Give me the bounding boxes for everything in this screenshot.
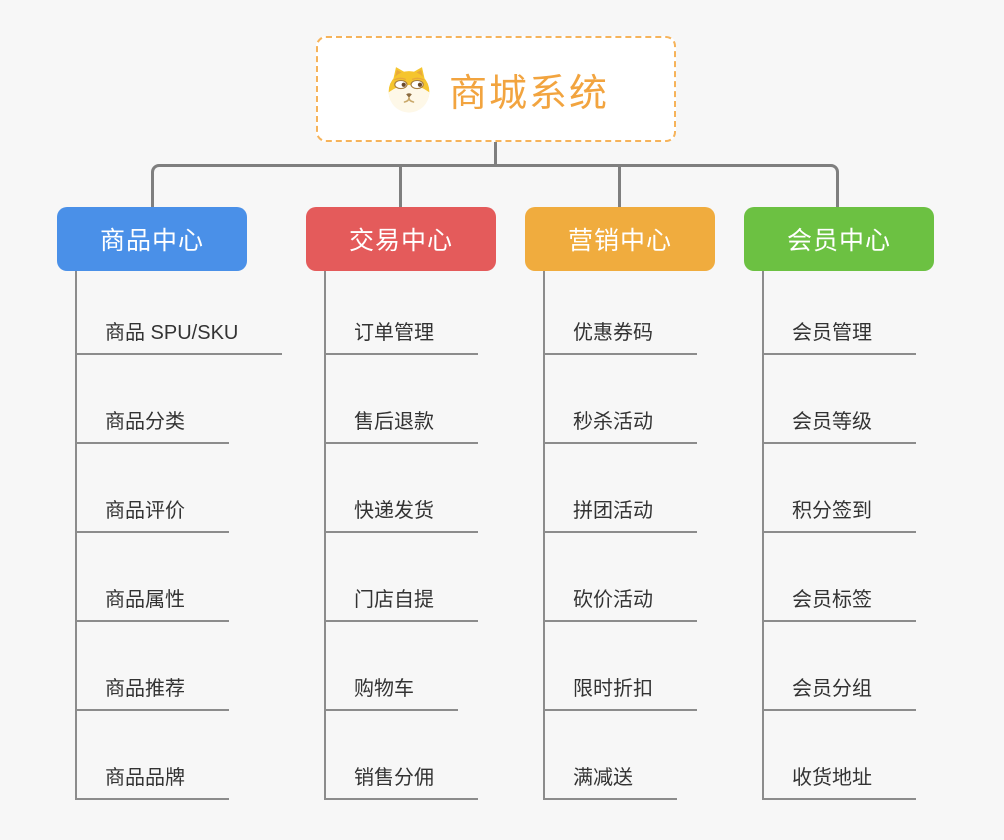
leaf-node[interactable]: 商品品牌: [77, 711, 229, 800]
leaf-node[interactable]: 积分签到: [764, 444, 916, 533]
leaf-node[interactable]: 秒杀活动: [545, 355, 697, 444]
branch-label: 会员中心: [786, 227, 891, 255]
connector-drop-line: [618, 166, 621, 208]
branch-column: 会员中心 会员管理会员等级积分签到会员标签会员分组收货地址: [744, 207, 934, 800]
leaf-node[interactable]: 拼团活动: [545, 444, 697, 533]
branch-label: 营销中心: [567, 227, 672, 255]
branch-node[interactable]: 交易中心: [306, 207, 496, 271]
leaf-node[interactable]: 会员管理: [764, 271, 916, 355]
branch-label: 商品中心: [99, 227, 204, 255]
leaf-node[interactable]: 售后退款: [326, 355, 478, 444]
leaf-node[interactable]: 商品 SPU/SKU: [77, 271, 283, 355]
leaf-node[interactable]: 收货地址: [764, 711, 916, 800]
dog-face-icon: [388, 67, 430, 113]
leaf-node[interactable]: 优惠券码: [545, 271, 697, 355]
leaf-node[interactable]: 满减送: [545, 711, 677, 800]
leaf-node[interactable]: 砍价活动: [545, 533, 697, 622]
leaf-list: 会员管理会员等级积分签到会员标签会员分组收货地址: [762, 271, 934, 800]
leaf-node[interactable]: 销售分佣: [326, 711, 478, 800]
branch-column: 营销中心 优惠券码秒杀活动拼团活动砍价活动限时折扣满减送: [525, 207, 715, 800]
leaf-node[interactable]: 限时折扣: [545, 622, 697, 711]
leaf-list: 优惠券码秒杀活动拼团活动砍价活动限时折扣满减送: [543, 271, 715, 800]
leaf-node[interactable]: 会员等级: [764, 355, 916, 444]
connector-root-stem: [494, 141, 497, 167]
leaf-list: 订单管理售后退款快递发货门店自提购物车销售分佣: [324, 271, 496, 800]
leaf-node[interactable]: 商品推荐: [77, 622, 229, 711]
connector-drop-line: [399, 166, 402, 208]
branch-column: 交易中心 订单管理售后退款快递发货门店自提购物车销售分佣: [306, 207, 496, 800]
leaf-node[interactable]: 购物车: [326, 622, 458, 711]
branch-node[interactable]: 商品中心: [57, 207, 247, 271]
leaf-node[interactable]: 商品属性: [77, 533, 229, 622]
leaf-node[interactable]: 订单管理: [326, 271, 478, 355]
root-title: 商城系统: [448, 72, 609, 115]
root-node[interactable]: 商城系统: [316, 36, 676, 142]
leaf-node[interactable]: 快递发货: [326, 444, 478, 533]
branch-label: 交易中心: [348, 227, 453, 255]
leaf-node[interactable]: 商品分类: [77, 355, 229, 444]
branch-node[interactable]: 会员中心: [744, 207, 934, 271]
connector-bus-line: [151, 164, 839, 208]
leaf-node[interactable]: 门店自提: [326, 533, 478, 622]
branch-node[interactable]: 营销中心: [525, 207, 715, 271]
leaf-node[interactable]: 商品评价: [77, 444, 229, 533]
leaf-node[interactable]: 会员标签: [764, 533, 916, 622]
leaf-node[interactable]: 会员分组: [764, 622, 916, 711]
